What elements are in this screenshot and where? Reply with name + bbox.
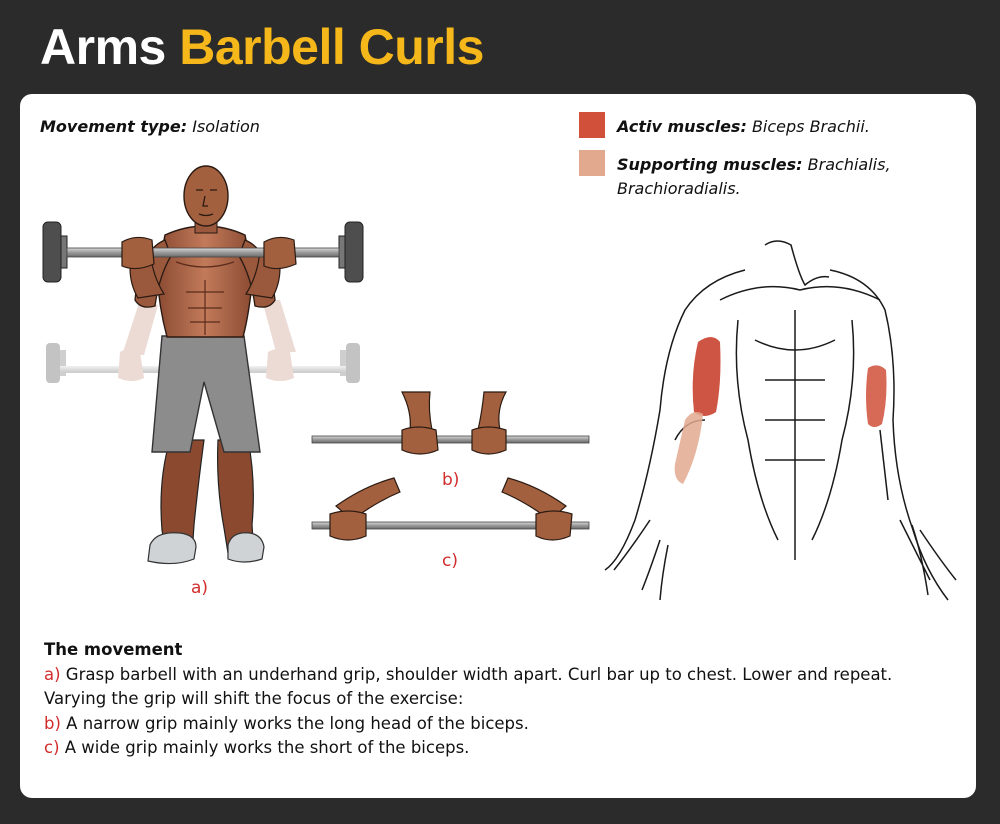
movement-line-b: b) A narrow grip mainly works the long h… bbox=[44, 713, 529, 733]
legend-supporting-value-2: Brachioradialis. bbox=[617, 179, 741, 198]
title-word-exercise: Barbell Curls bbox=[179, 19, 484, 75]
label-panel-b: b) bbox=[442, 470, 460, 490]
legend-supporting-label: Supporting muscles: bbox=[617, 155, 803, 174]
supporting-swatch bbox=[579, 150, 605, 176]
title-word-arms: Arms bbox=[40, 19, 166, 75]
movement-line-c: c) A wide grip mainly works the short of… bbox=[44, 738, 470, 757]
movement-type: Movement type: Isolation bbox=[40, 117, 260, 136]
label-panel-c: c) bbox=[442, 551, 458, 571]
legend-supporting-value-1: Brachialis, bbox=[807, 155, 891, 174]
movement-type-value: Isolation bbox=[192, 117, 260, 136]
legend-active-value: Biceps Brachii. bbox=[751, 117, 870, 136]
active-swatch bbox=[579, 112, 605, 138]
legend-supporting-text: Supporting muscles: Brachialis, Brachior… bbox=[617, 153, 891, 201]
movement-heading: The movement bbox=[44, 640, 183, 659]
movement-description: The movement a) Grasp barbell with an un… bbox=[44, 638, 944, 761]
legend-active-label: Activ muscles: bbox=[617, 117, 747, 136]
page-title: Arms Barbell Curls bbox=[40, 18, 484, 76]
label-panel-a: a) bbox=[191, 578, 209, 598]
movement-line-note: Varying the grip will shift the focus of… bbox=[44, 689, 464, 708]
movement-type-label: Movement type: bbox=[40, 117, 188, 136]
legend-active-text: Activ muscles: Biceps Brachii. bbox=[617, 115, 870, 139]
movement-line-a: a) Grasp barbell with an underhand grip,… bbox=[44, 664, 893, 684]
